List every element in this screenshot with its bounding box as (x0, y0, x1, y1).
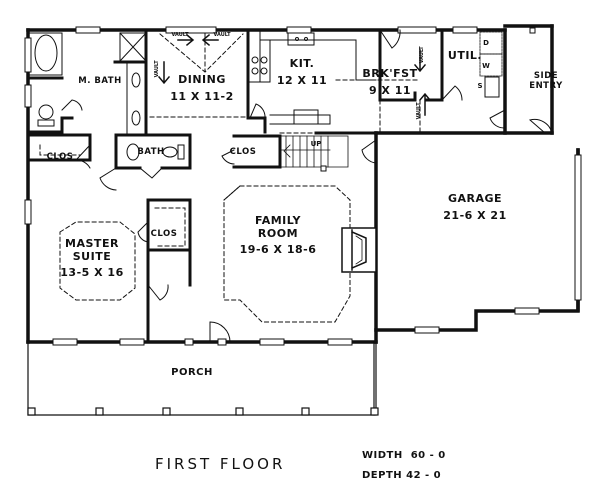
room-label-master-bath: M. BATH (78, 76, 122, 86)
room-label-side-entry: SIDE ENTRY (529, 71, 563, 92)
porch-columns (27, 407, 379, 416)
width-value: 60 - 0 (410, 450, 446, 461)
master-suite-name2: SUITE (72, 249, 112, 263)
room-label-suite-closet: CLOS (150, 229, 178, 239)
vault-label-dining-left: VAULT (171, 32, 189, 38)
stairs-up-label: UP (310, 140, 322, 148)
room-label-master-suite: MASTER SUITE 13-5 X 16 (60, 237, 124, 280)
washer-label: W (482, 62, 490, 70)
garage-dims: 21-6 X 21 (443, 208, 507, 222)
room-label-hall-closet: CLOS (229, 147, 257, 157)
room-label-kitchen: KIT. 12 X 11 (276, 57, 328, 87)
dining-name: DINING (178, 73, 226, 86)
side-entry-name: SIDE (533, 71, 559, 81)
ceiling-outlines (39, 33, 421, 323)
bath-fixtures (27, 32, 185, 161)
garage-name: GARAGE (447, 192, 503, 205)
utility-sink (484, 76, 500, 98)
stairs (279, 135, 349, 172)
vault-label-breakfast-bottom: VAULT (416, 102, 423, 120)
family-room-dims: 19-6 X 18-6 (239, 243, 317, 257)
vault-label-dining-side: VAULT (154, 60, 161, 78)
door-swings (61, 29, 553, 343)
laundry-appliances (479, 31, 503, 77)
drawing-specs: WIDTH 60 - 0 DEPTH 42 - 0 (362, 446, 446, 486)
family-room-name2: ROOM (257, 226, 299, 240)
breakfast-dims: 9 X 11 (368, 83, 412, 97)
drawing-title: FIRST FLOOR (155, 455, 286, 473)
side-entry-name2: ENTRY (529, 80, 563, 91)
kitchen-name: KIT. (289, 57, 315, 70)
master-suite-dims: 13-5 X 16 (60, 266, 124, 280)
room-label-family-room: FAMILY ROOM 19-6 X 18-6 (239, 214, 317, 257)
kitchen-counters (247, 29, 377, 125)
width-label: WIDTH (362, 450, 403, 461)
fireplace (341, 227, 377, 273)
breakfast-name: BRK'FST (362, 67, 418, 80)
width-spec: WIDTH 60 - 0 (362, 446, 446, 466)
room-label-utility: UTIL. (447, 49, 483, 62)
room-label-master-closet: CLOS (46, 152, 74, 162)
vault-label-breakfast-top: VAULT (419, 46, 426, 64)
vault-label-dining-right: VAULT (213, 32, 231, 38)
windows (24, 26, 582, 346)
master-suite-name: MASTER (65, 237, 119, 250)
side-entry-corner-post (529, 27, 536, 34)
dryer-label: D (483, 39, 489, 47)
vault-arrows (157, 33, 432, 116)
kitchen-dims: 12 X 11 (276, 73, 328, 87)
room-label-bath: BATH (137, 147, 165, 157)
porch-outline (27, 341, 377, 416)
sink-label: S (477, 82, 483, 90)
family-room-name: FAMILY (254, 214, 302, 227)
room-label-garage: GARAGE 21-6 X 21 (443, 192, 507, 222)
room-label-breakfast: BRK'FST 9 X 11 (362, 67, 418, 97)
room-label-dining: DINING 11 X 11-2 (170, 73, 234, 103)
depth-value: 42 - 0 (406, 470, 442, 481)
depth-spec: DEPTH 42 - 0 (362, 466, 446, 486)
dining-dims: 11 X 11-2 (170, 89, 234, 103)
depth-label: DEPTH (362, 470, 403, 481)
room-label-porch: PORCH (171, 367, 213, 378)
